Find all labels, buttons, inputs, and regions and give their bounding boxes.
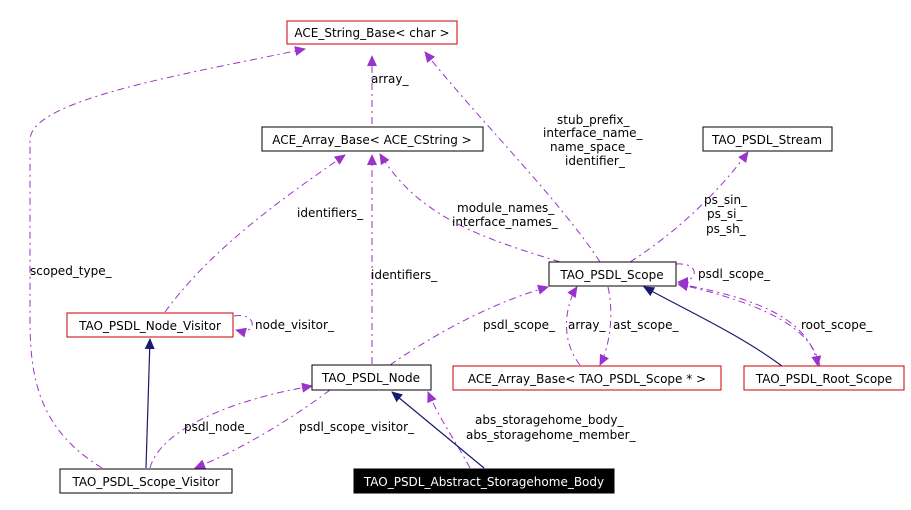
- label-module-names: module_names_: [457, 201, 555, 215]
- label-identifiers-center: identifiers_: [371, 268, 438, 282]
- edge-scope-visitor-to-node: [149, 382, 313, 469]
- label-abs-storagehome-body: abs_storagehome_body_: [475, 413, 625, 427]
- node-ace-array-base-cstring[interactable]: ACE_Array_Base< ACE_CString >: [261, 126, 484, 152]
- edge-scope-visitor-inherits-node-visitor: [144, 338, 155, 469]
- label-identifiers-left: identifiers_: [297, 206, 364, 220]
- label-psdl-scope-self: psdl_scope_: [698, 267, 771, 281]
- node-tao-psdl-scope-label: TAO_PSDL_Scope: [559, 268, 663, 282]
- label-stub-prefix: stub_prefix_: [557, 113, 631, 127]
- node-tao-psdl-root-scope[interactable]: TAO_PSDL_Root_Scope: [743, 365, 905, 391]
- node-tao-psdl-node[interactable]: TAO_PSDL_Node: [311, 364, 432, 391]
- label-interface-name: interface_name_: [543, 126, 644, 140]
- node-tao-psdl-stream[interactable]: TAO_PSDL_Stream: [702, 126, 833, 152]
- node-tao-psdl-node-visitor-label: TAO_PSDL_Node_Visitor: [78, 319, 221, 333]
- edge-node-to-scope-visitor: [194, 389, 331, 469]
- edge-storagehome-inherits-node: [391, 391, 485, 469]
- label-array: array_: [371, 72, 409, 86]
- edge-node-to-scope: [389, 284, 549, 366]
- edge-scope-self: [675, 263, 695, 287]
- label-interface-names: interface_names_: [452, 215, 559, 229]
- node-tao-psdl-abstract-storagehome-body[interactable]: TAO_PSDL_Abstract_Storagehome_Body: [353, 468, 615, 494]
- edge-storagehome-to-node: [427, 391, 471, 469]
- inherit-layer: [144, 286, 783, 469]
- edge-scope-to-stream: [629, 151, 749, 263]
- label-ps-sin: ps_sin_: [704, 193, 748, 207]
- edge-layer: [29, 46, 822, 469]
- label-name-space: name_space_: [550, 140, 632, 154]
- label-ps-sh: ps_sh_: [706, 222, 747, 236]
- edge-scope-to-array: [379, 153, 561, 263]
- label-psdl-scope-visitor: psdl_scope_visitor_: [299, 420, 415, 434]
- label-psdl-scope-node: psdl_scope_: [483, 318, 556, 332]
- node-tao-psdl-scope-visitor[interactable]: TAO_PSDL_Scope_Visitor: [59, 468, 233, 494]
- label-scoped-type: scoped_type_: [30, 264, 113, 278]
- node-ace-array-base-cstring-label: ACE_Array_Base< ACE_CString >: [272, 133, 471, 147]
- edge-label-layer: array_ stub_prefix_ interface_name_ name…: [30, 72, 873, 442]
- node-ace-string-base[interactable]: ACE_String_Base< char >: [286, 20, 458, 45]
- label-psdl-node: psdl_node_: [184, 420, 252, 434]
- node-ace-array-base-scope-label: ACE_Array_Base< TAO_PSDL_Scope * >: [468, 372, 706, 386]
- edge-scoped-type: [29, 46, 306, 469]
- label-ps-si: ps_si_: [707, 207, 743, 221]
- node-tao-psdl-node-label: TAO_PSDL_Node: [321, 371, 420, 385]
- edge-scope-to-string: [424, 51, 601, 263]
- node-ace-string-base-label: ACE_String_Base< char >: [294, 26, 449, 40]
- node-tao-psdl-abstract-storagehome-body-label: TAO_PSDL_Abstract_Storagehome_Body: [363, 475, 604, 489]
- edge-scope-to-root-scope: [689, 285, 822, 367]
- label-identifier: identifier_: [565, 154, 626, 168]
- label-ast-scope: ast_scope_: [613, 318, 680, 332]
- label-root-scope: root_scope_: [801, 318, 873, 332]
- edge-root-scope-inherits-scope: [643, 286, 783, 367]
- node-tao-psdl-root-scope-label: TAO_PSDL_Root_Scope: [755, 372, 892, 386]
- node-tao-psdl-scope-visitor-label: TAO_PSDL_Scope_Visitor: [71, 475, 219, 489]
- node-tao-psdl-scope[interactable]: TAO_PSDL_Scope: [548, 261, 677, 287]
- edge-node-visitor-self: [233, 315, 253, 338]
- node-tao-psdl-node-visitor[interactable]: TAO_PSDL_Node_Visitor: [66, 312, 234, 338]
- edge-root-scope-to-scope: [677, 281, 821, 367]
- node-ace-array-base-scope[interactable]: ACE_Array_Base< TAO_PSDL_Scope * >: [452, 365, 722, 391]
- label-node-visitor: node_visitor_: [255, 318, 335, 332]
- edge-scope-to-array-scope: [599, 286, 612, 366]
- label-array-scope: array_: [568, 318, 606, 332]
- node-tao-psdl-stream-label: TAO_PSDL_Stream: [711, 133, 822, 147]
- label-abs-storagehome-member: abs_storagehome_member_: [466, 428, 637, 442]
- edge-node-visitor-to-array: [164, 154, 346, 313]
